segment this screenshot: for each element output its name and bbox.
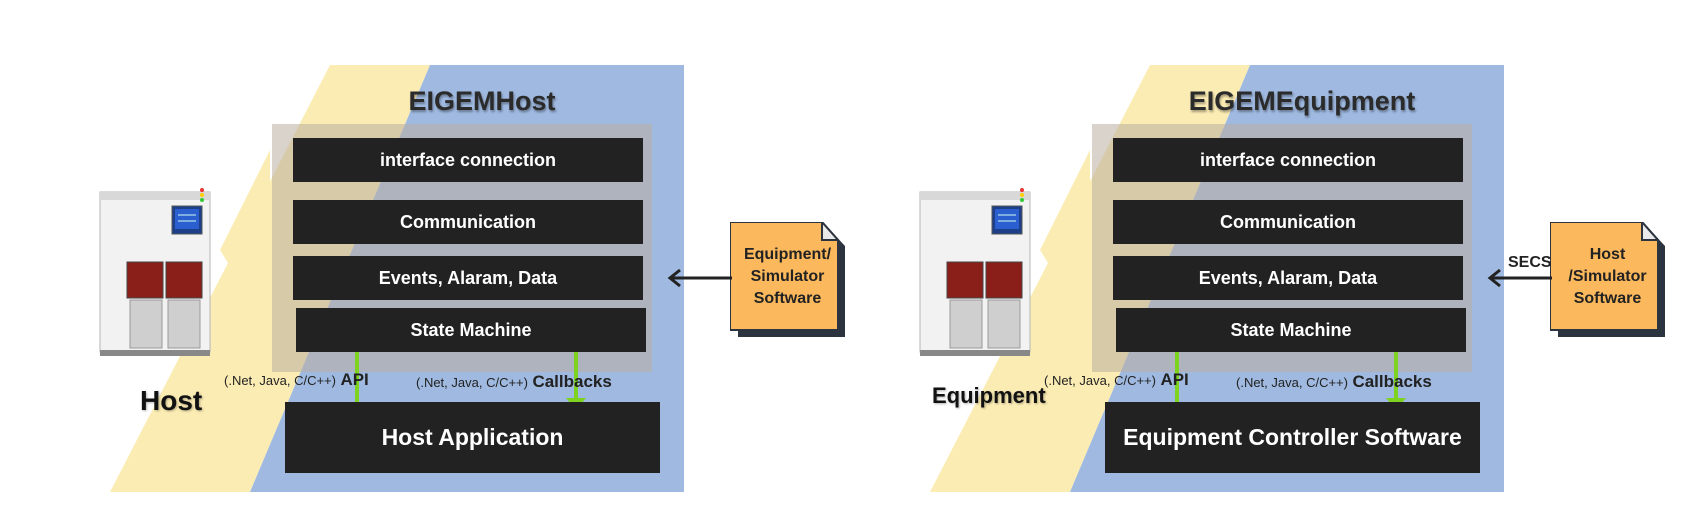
callbacks-text: Callbacks: [1352, 372, 1432, 391]
document-icon: [730, 222, 845, 337]
application-box: Host Application: [285, 402, 660, 473]
layer-state-machine: State Machine: [296, 308, 646, 352]
yellow-wedge: [1040, 150, 1090, 330]
document-line-1: Equipment/: [743, 246, 832, 263]
document-icon: [1550, 222, 1665, 337]
document-label: Equipment/ Simulator Software: [730, 244, 845, 310]
callbacks-label: (.Net, Java, C/C++) Callbacks: [1236, 372, 1432, 392]
document-line-2: Simulator: [750, 268, 825, 285]
api-languages: (.Net, Java, C/C++): [1044, 373, 1156, 388]
api-text: API: [1160, 370, 1189, 389]
device-icon: [919, 188, 1031, 356]
yellow-wedge: [220, 150, 270, 330]
layer-events-alarm-data: Events, Alaram, Data: [1113, 256, 1463, 300]
api-label: (.Net, Java, C/C++) API: [1044, 370, 1189, 390]
left-panel: Host EIGEMHost interface connection Comm…: [99, 65, 845, 492]
layer-interface-connection: interface connection: [293, 138, 643, 182]
right-panel: Equipment EIGEMEquipment interface conne…: [820, 0, 1672, 520]
protocol-label: SECS: [1508, 254, 1552, 271]
document-line-1: Host: [1589, 246, 1626, 263]
module-title: EIGEMEquipment: [1188, 86, 1416, 116]
layer-communication: Communication: [293, 200, 643, 244]
callbacks-text: Callbacks: [532, 372, 612, 391]
module-title: EIGEMHost: [408, 86, 556, 116]
layer-state-machine: State Machine: [1116, 308, 1466, 352]
callbacks-languages: (.Net, Java, C/C++): [416, 375, 528, 390]
layer-communication: Communication: [1113, 200, 1463, 244]
document-line-3: Software: [753, 290, 822, 307]
callbacks-languages: (.Net, Java, C/C++): [1236, 375, 1348, 390]
api-languages: (.Net, Java, C/C++): [224, 373, 336, 388]
callbacks-connector: [574, 352, 578, 404]
document-line-2: /Simulator: [1568, 268, 1647, 285]
device-icon: [99, 188, 211, 356]
device-label: Equipment: [932, 383, 1046, 408]
layer-interface-connection: interface connection: [1113, 138, 1463, 182]
callbacks-label: (.Net, Java, C/C++) Callbacks: [416, 372, 612, 392]
callbacks-connector: [1394, 352, 1398, 404]
api-label: (.Net, Java, C/C++) API: [224, 370, 369, 390]
document-label: Host /Simulator Software: [1550, 244, 1665, 310]
application-box: Equipment Controller Software: [1105, 402, 1480, 473]
arrow-left-icon: [1487, 268, 1552, 288]
layer-events-alarm-data: Events, Alaram, Data: [293, 256, 643, 300]
arrow-left-icon: [667, 268, 732, 288]
document-line-3: Software: [1573, 290, 1642, 307]
device-label: Host: [140, 385, 203, 416]
api-connector: [355, 352, 359, 408]
api-text: API: [340, 370, 369, 389]
api-connector: [1175, 352, 1179, 408]
